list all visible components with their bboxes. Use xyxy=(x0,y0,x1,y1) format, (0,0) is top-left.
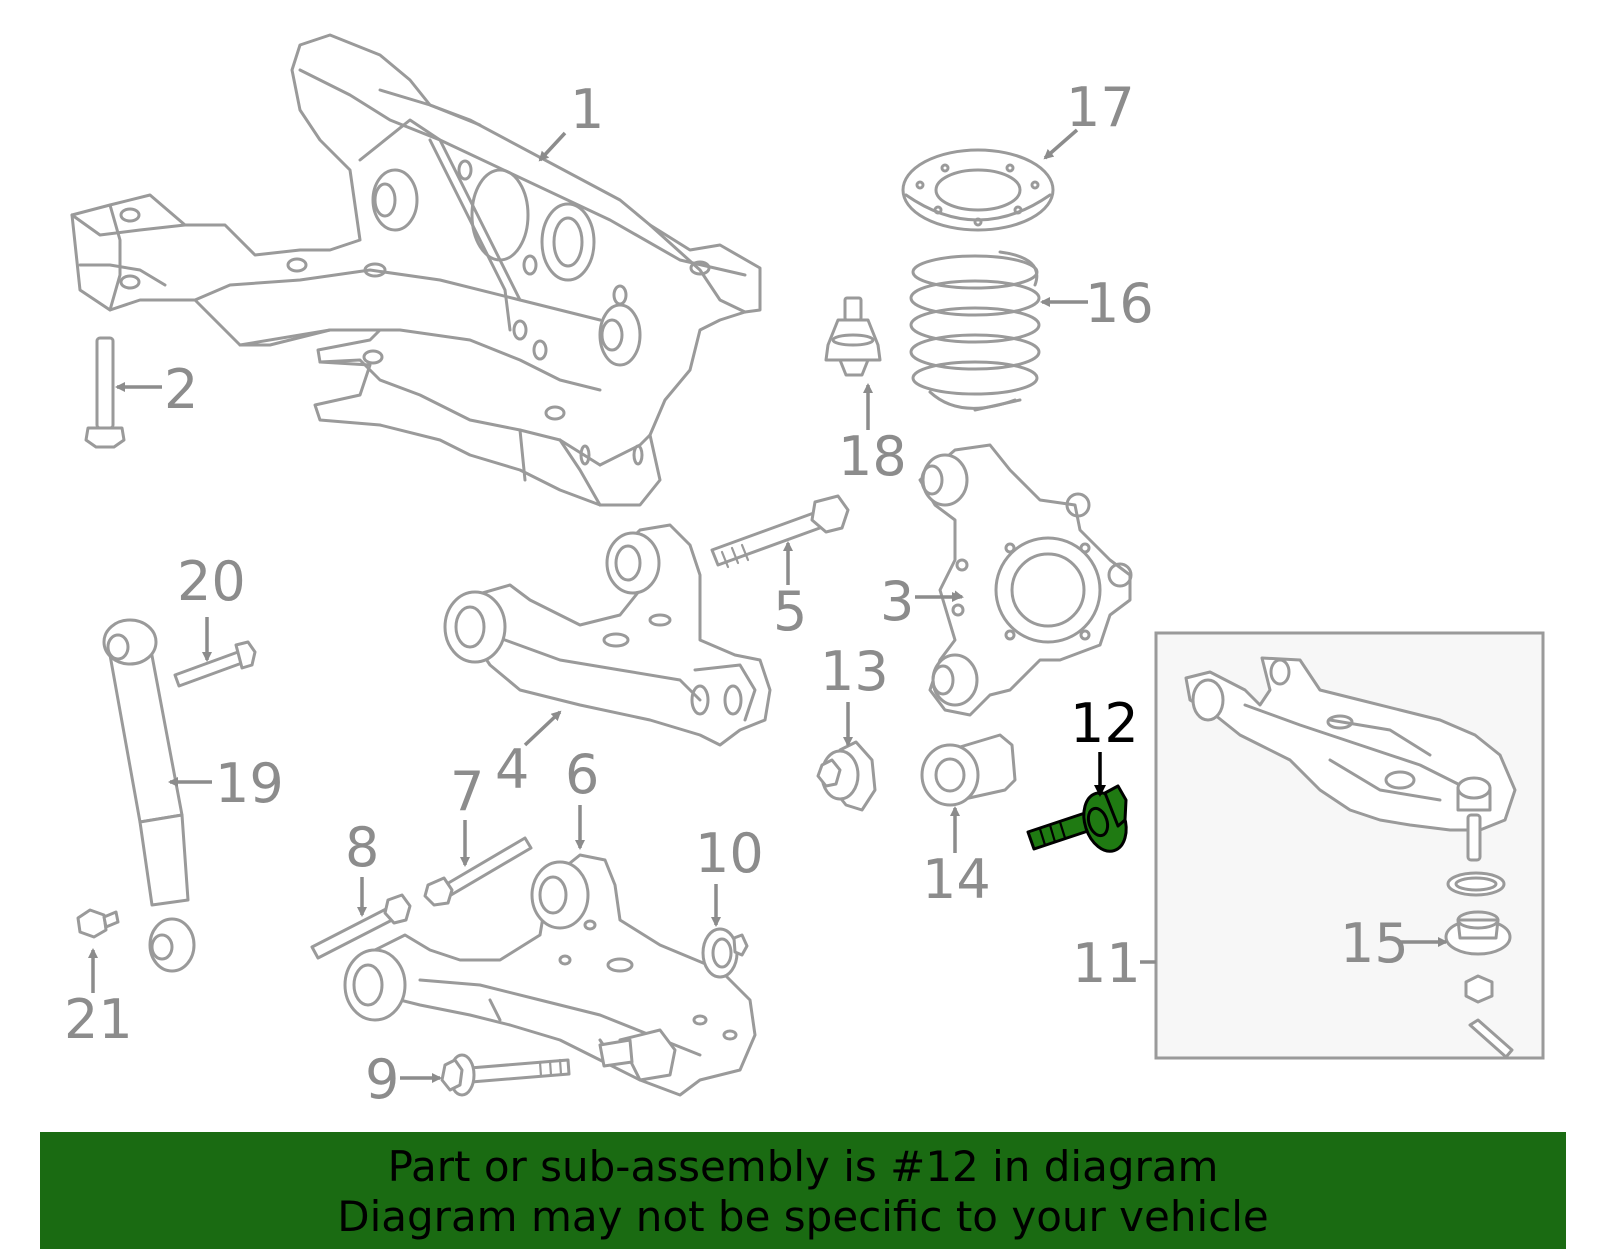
part-14-bushing[interactable] xyxy=(920,733,1017,807)
callout-21: 21 xyxy=(64,988,133,1051)
callout-leaders xyxy=(88,128,1448,1083)
part-20-bolt[interactable] xyxy=(173,640,257,688)
callout-labels: 1 2 3 4 5 6 7 8 9 10 11 12 13 14 15 16 1… xyxy=(64,76,1409,1111)
callout-8: 8 xyxy=(345,816,379,879)
part-8-bolt[interactable] xyxy=(310,893,412,960)
callout-4: 4 xyxy=(495,738,529,801)
part-9-bolt[interactable] xyxy=(440,1053,571,1097)
callout-1: 1 xyxy=(570,78,604,141)
callout-14: 14 xyxy=(922,848,991,911)
part-2-bolt[interactable] xyxy=(84,336,126,449)
part-17-spring-seat[interactable] xyxy=(901,148,1055,232)
banner-line-1: Part or sub-assembly is #12 in diagram xyxy=(387,1142,1219,1191)
callout-10: 10 xyxy=(695,822,764,885)
part-1-crossmember[interactable] xyxy=(70,33,762,507)
callout-16: 16 xyxy=(1085,272,1154,335)
info-banner: Part or sub-assembly is #12 in diagram D… xyxy=(40,1132,1566,1249)
part-16-coil-spring[interactable] xyxy=(909,250,1041,412)
banner-line-2: Diagram may not be specific to your vehi… xyxy=(337,1192,1269,1241)
part-18-bump-stop[interactable] xyxy=(824,296,882,377)
callout-11: 11 xyxy=(1072,932,1141,995)
callout-9: 9 xyxy=(365,1048,399,1111)
part-3-knuckle[interactable] xyxy=(918,443,1133,717)
part-11-assembly-box[interactable] xyxy=(1154,631,1545,1060)
part-4-upper-arm[interactable] xyxy=(443,523,772,747)
part-7-bolt[interactable] xyxy=(423,836,533,907)
part-6-lower-arm[interactable] xyxy=(343,853,757,1097)
callout-15: 15 xyxy=(1340,912,1409,975)
part-19-shock[interactable] xyxy=(102,618,196,973)
part-21-nut[interactable] xyxy=(76,908,120,939)
callout-13: 13 xyxy=(820,640,889,703)
callout-2: 2 xyxy=(164,358,198,421)
callout-12: 12 xyxy=(1070,692,1139,755)
callout-6: 6 xyxy=(565,743,599,806)
callout-5: 5 xyxy=(773,580,807,643)
callout-3: 3 xyxy=(880,570,914,633)
callout-17: 17 xyxy=(1066,76,1135,139)
callout-18: 18 xyxy=(838,425,907,488)
part-13-bushing[interactable] xyxy=(816,740,877,812)
part-10-bushing[interactable] xyxy=(701,927,749,979)
callout-7: 7 xyxy=(450,760,484,823)
part-5-bolt[interactable] xyxy=(710,494,850,569)
callout-20: 20 xyxy=(177,550,246,613)
callout-19: 19 xyxy=(215,752,284,815)
part-12-cam-bolt[interactable] xyxy=(1026,784,1133,857)
